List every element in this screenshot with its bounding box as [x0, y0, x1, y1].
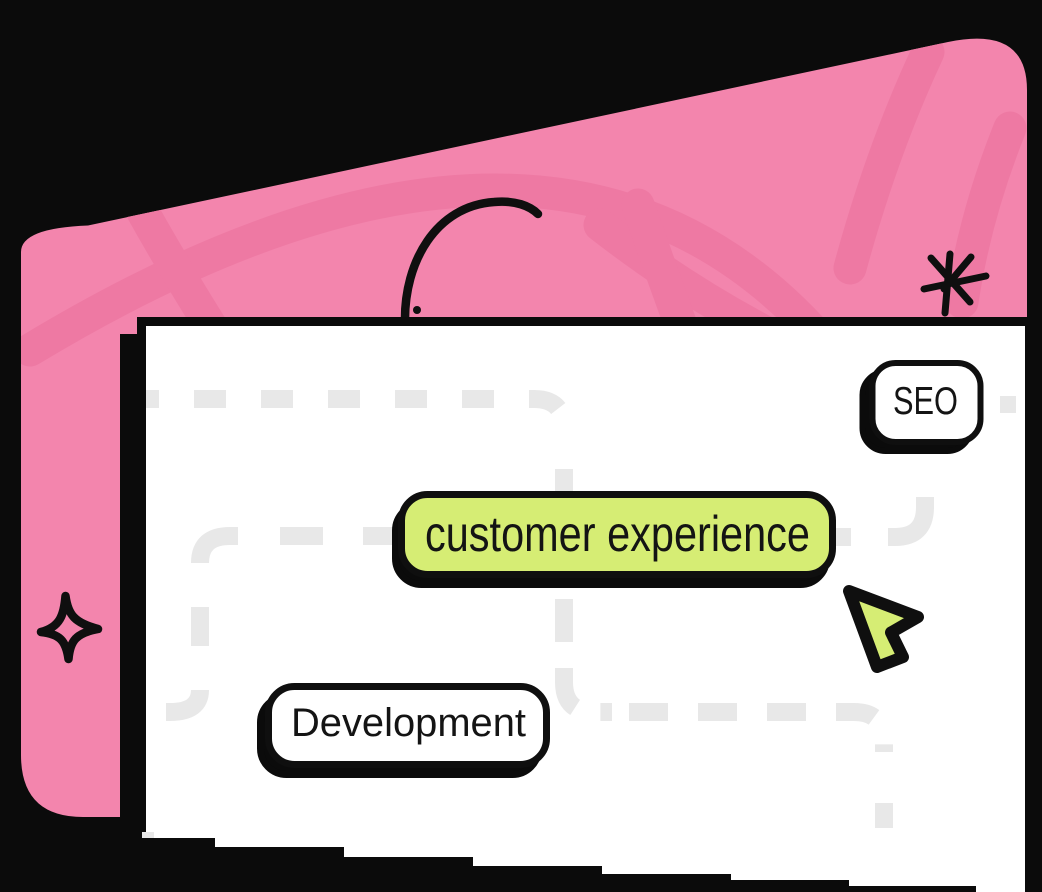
svg-text:SEO: SEO — [893, 380, 958, 423]
svg-text:Development: Development — [291, 701, 526, 745]
svg-text:customer experience: customer experience — [425, 506, 810, 562]
